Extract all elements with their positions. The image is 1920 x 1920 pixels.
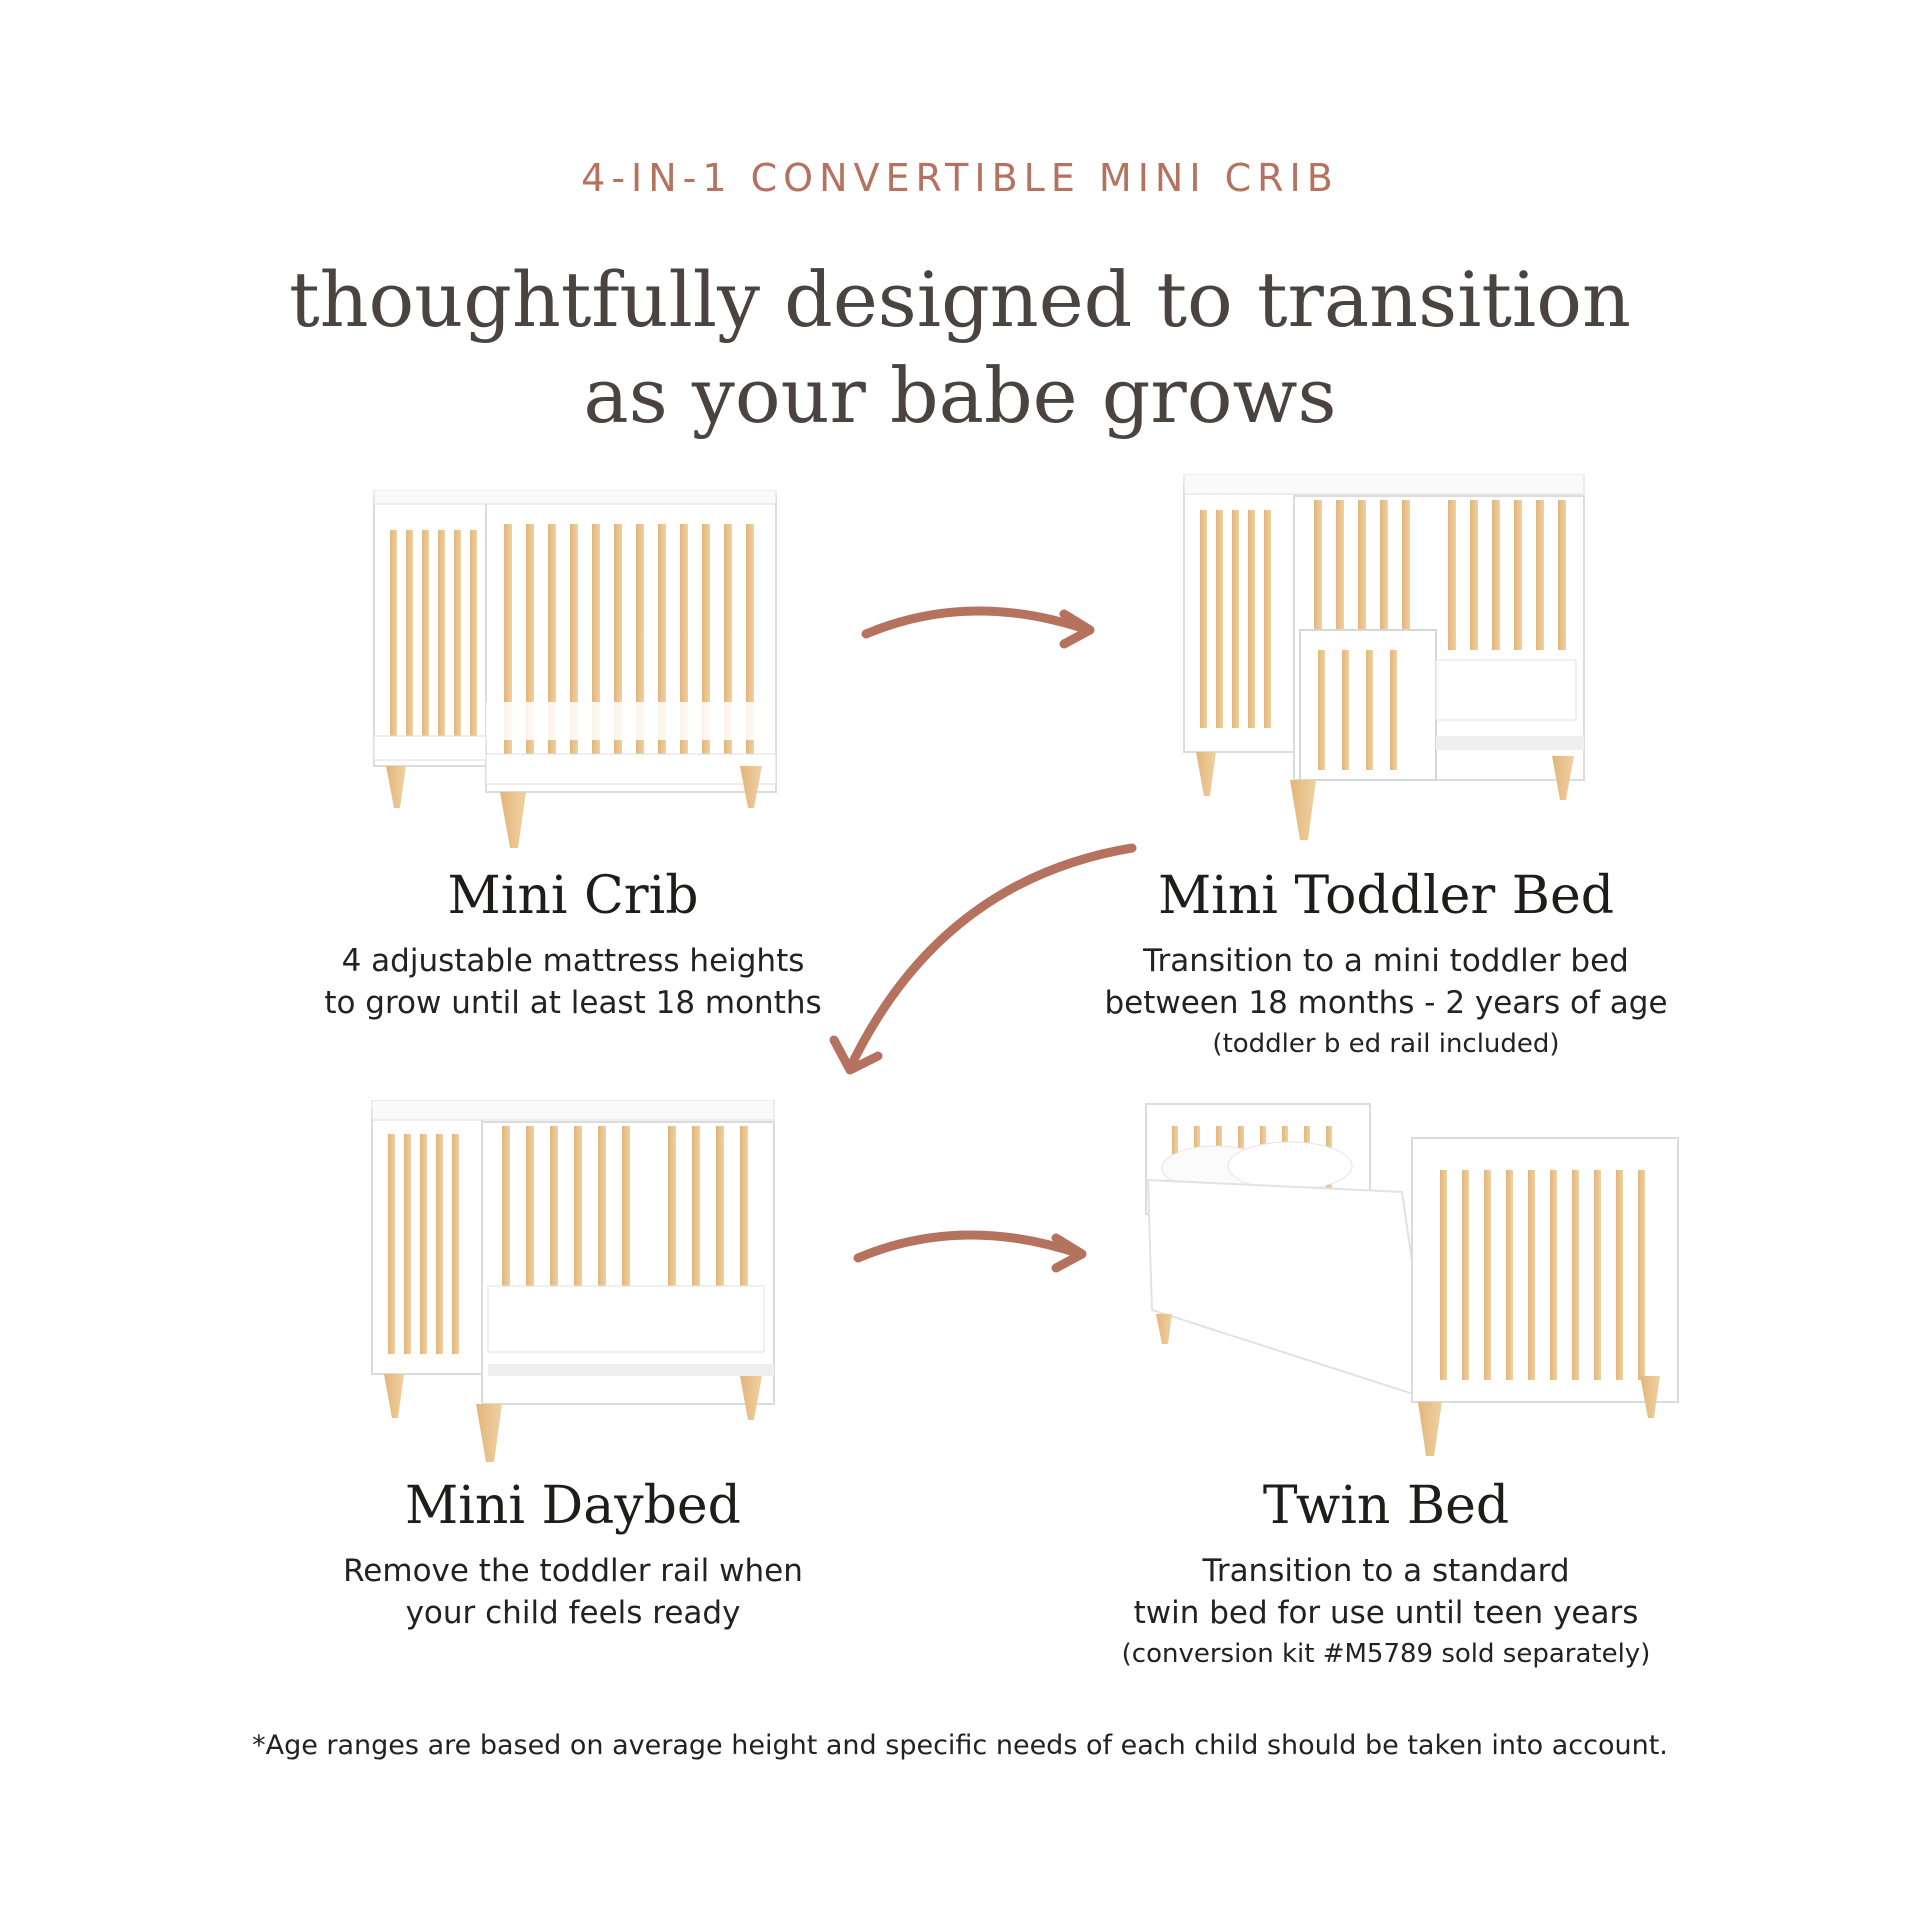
eyebrow-label: 4-IN-1 CONVERTIBLE MINI CRIB xyxy=(581,156,1339,200)
stage-description: Transition to a standard twin bed for us… xyxy=(1066,1550,1706,1634)
twin-bed-illustration xyxy=(1145,1103,1679,1456)
stage-description: Transition to a mini toddler bed between… xyxy=(1066,940,1706,1024)
stage-desc-line-2: twin bed for use until teen years xyxy=(1133,1595,1639,1631)
curved-arrow-icon xyxy=(829,843,1137,1075)
stage-desc-line-1: Transition to a mini toddler bed xyxy=(1143,943,1629,979)
stage-mini-crib: Mini Crib 4 adjustable mattress heights … xyxy=(253,864,893,1024)
curved-arrow-icon xyxy=(853,1230,1087,1273)
stage-desc-line-1: Remove the toddler rail when xyxy=(343,1553,803,1589)
curved-arrow-icon xyxy=(861,606,1095,649)
stage-title: Mini Crib xyxy=(447,866,699,926)
footnote: *Age ranges are based on average height … xyxy=(252,1730,1668,1761)
stage-title: Mini Daybed xyxy=(405,1476,741,1536)
stage-desc-line-2: between 18 months - 2 years of age xyxy=(1104,985,1668,1021)
stage-description: Remove the toddler rail when your child … xyxy=(253,1550,893,1634)
stage-desc-line-2: your child feels ready xyxy=(405,1595,741,1631)
mini-toddler-bed-illustration xyxy=(1183,474,1585,840)
stage-mini-toddler-bed: Mini Toddler Bed Transition to a mini to… xyxy=(1066,864,1706,1064)
stage-note: (toddler b ed rail included) xyxy=(1212,1029,1560,1059)
stage-note: (conversion kit #M5789 sold separately) xyxy=(1121,1639,1651,1669)
page-headline: thoughtfully designed to transition as y… xyxy=(0,252,1920,444)
stage-desc-line-2: to grow until at least 18 months xyxy=(324,985,822,1021)
mini-crib-illustration xyxy=(373,490,777,848)
stage-desc-line-1: Transition to a standard xyxy=(1202,1553,1570,1589)
stage-mini-daybed: Mini Daybed Remove the toddler rail when… xyxy=(253,1474,893,1634)
headline-line-2: as your babe grows xyxy=(583,351,1337,440)
stage-title: Twin Bed xyxy=(1262,1476,1510,1536)
stage-description: 4 adjustable mattress heights to grow un… xyxy=(253,940,893,1024)
headline-line-1: thoughtfully designed to transition xyxy=(289,255,1631,344)
stage-twin-bed: Twin Bed Transition to a standard twin b… xyxy=(1066,1474,1706,1674)
stage-desc-line-1: 4 adjustable mattress heights xyxy=(341,943,805,979)
mini-daybed-illustration xyxy=(371,1100,775,1462)
stage-title: Mini Toddler Bed xyxy=(1157,866,1615,926)
